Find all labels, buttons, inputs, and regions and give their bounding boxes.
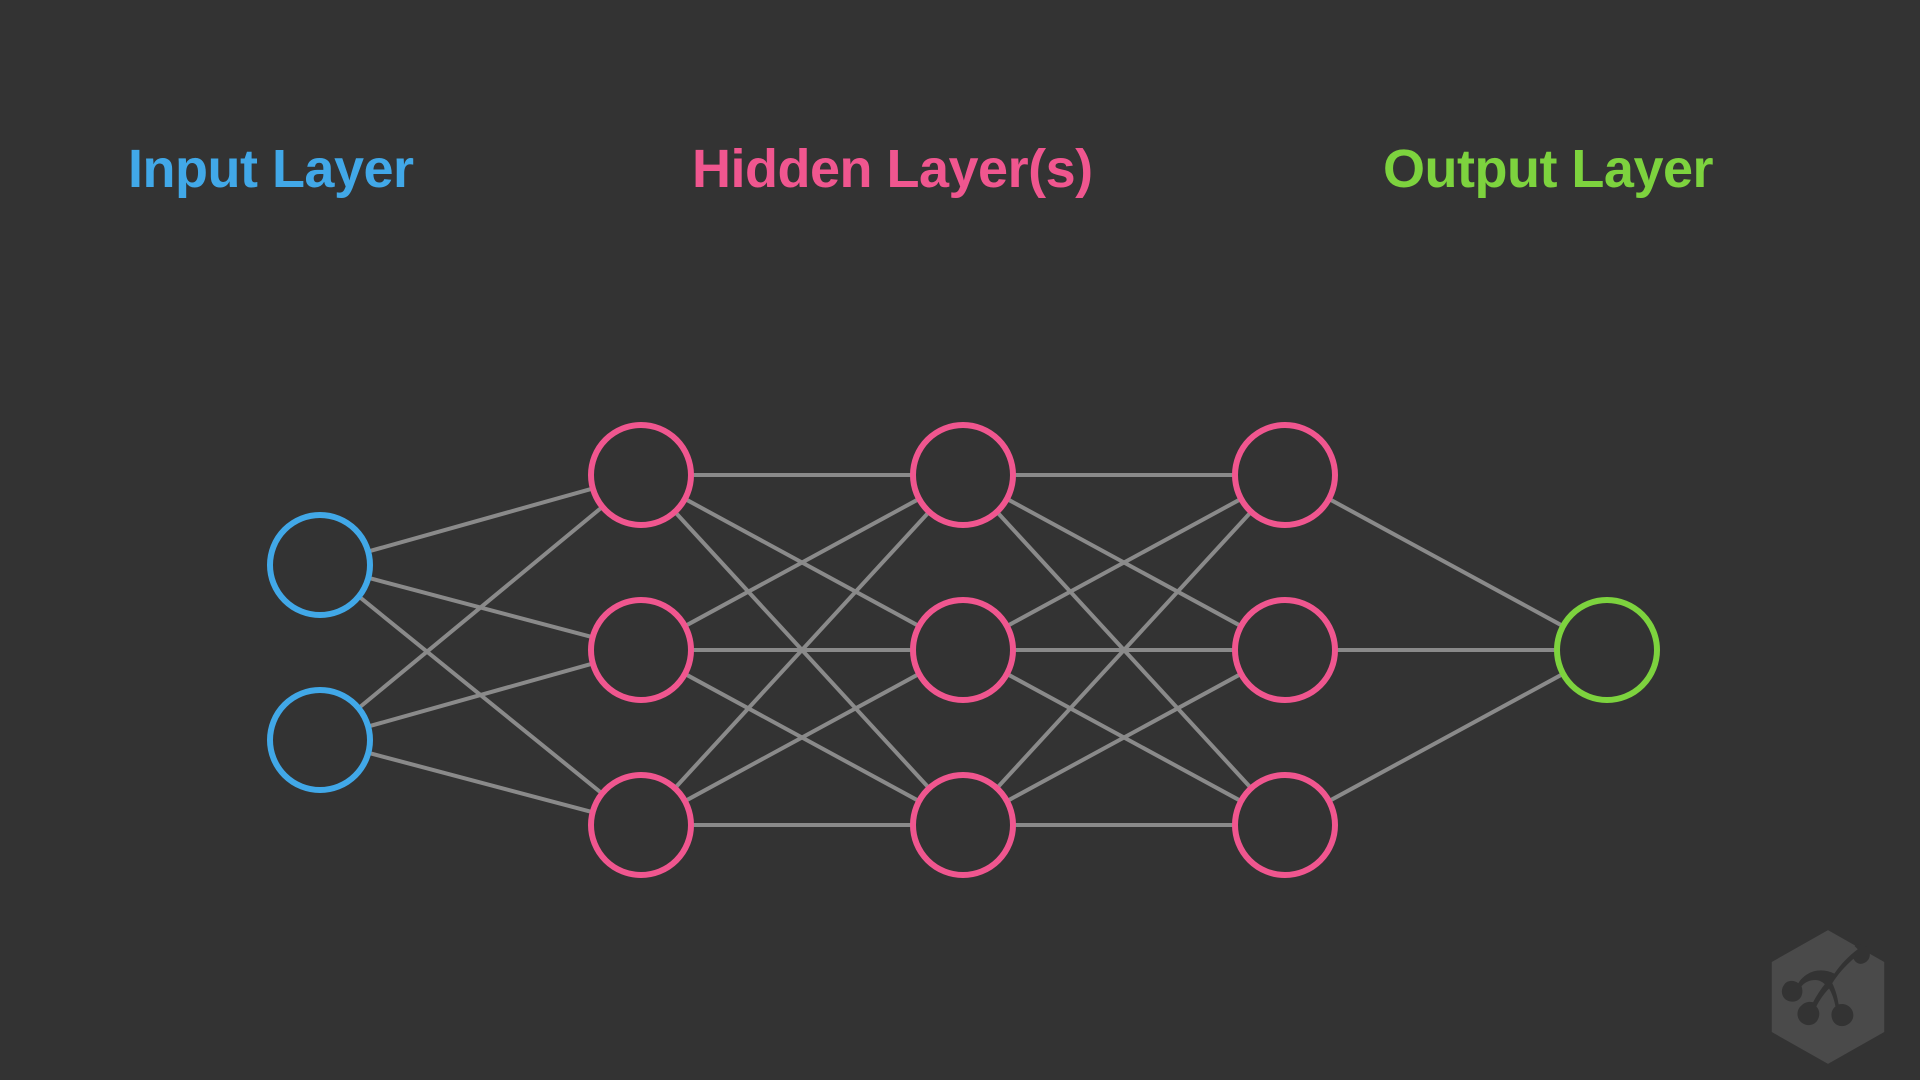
network-edge bbox=[1007, 673, 1241, 802]
network-node-hidden1-2[interactable] bbox=[588, 597, 694, 703]
network-node-hidden2-2[interactable] bbox=[910, 597, 1016, 703]
network-node-hidden3-1[interactable] bbox=[1232, 422, 1338, 528]
hidden-layer-label: Hidden Layer(s) bbox=[692, 139, 1093, 199]
network-edge bbox=[358, 506, 603, 709]
network-node-hidden2-1[interactable] bbox=[910, 422, 1016, 528]
edges-group bbox=[358, 473, 1563, 827]
network-node-hidden3-2[interactable] bbox=[1232, 597, 1338, 703]
network-node-hidden1-1[interactable] bbox=[588, 422, 694, 528]
hexagon-neuron-logo-icon bbox=[1771, 930, 1885, 1064]
network-node-hidden2-3[interactable] bbox=[910, 772, 1016, 878]
network-edge bbox=[369, 662, 592, 728]
network-node-output-1[interactable] bbox=[1554, 597, 1660, 703]
network-edge bbox=[685, 498, 919, 627]
network-edge bbox=[1007, 498, 1241, 627]
network-edge bbox=[1329, 673, 1563, 802]
nodes-group bbox=[267, 422, 1660, 878]
network-node-input-2[interactable] bbox=[267, 687, 373, 793]
network-edge bbox=[685, 673, 919, 802]
input-layer-label: Input Layer bbox=[128, 139, 414, 199]
network-edge bbox=[1329, 498, 1563, 627]
output-layer-label: Output Layer bbox=[1383, 139, 1714, 199]
network-edge bbox=[674, 512, 930, 788]
network-node-hidden3-3[interactable] bbox=[1232, 772, 1338, 878]
network-node-input-1[interactable] bbox=[267, 512, 373, 618]
network-edge bbox=[996, 512, 1252, 788]
network-node-hidden1-3[interactable] bbox=[588, 772, 694, 878]
network-edge bbox=[369, 751, 592, 814]
network-edge bbox=[369, 487, 592, 553]
